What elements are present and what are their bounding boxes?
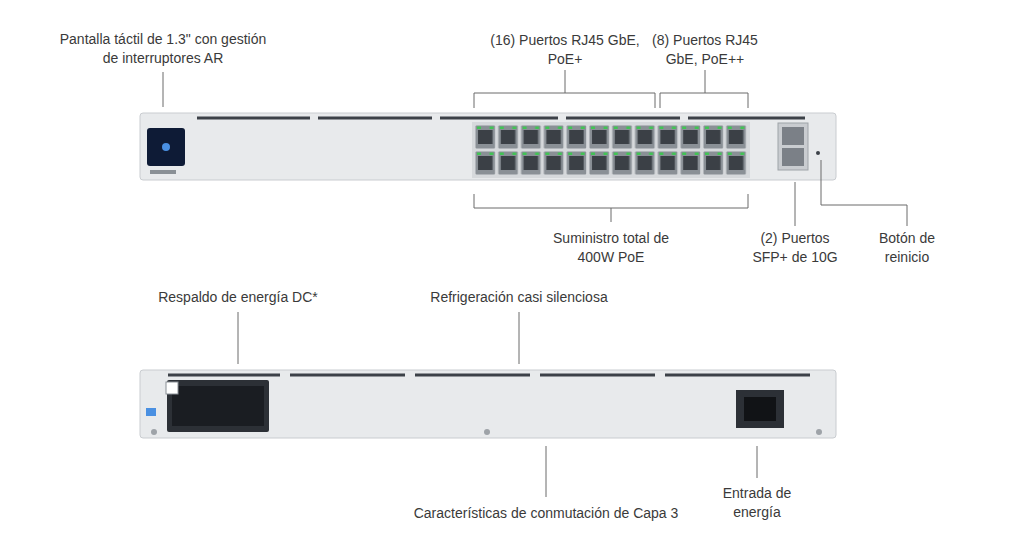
callout-label: Botón de reinicio [867, 229, 947, 267]
callout-label: Refrigeración casi silenciosa [369, 288, 669, 307]
callout-label: Características de conmutación de Capa 3 [366, 504, 726, 523]
callout-label: Suministro total de 400W PoE [546, 229, 676, 267]
callout-label: (2) Puertos SFP+ de 10G [748, 229, 843, 267]
callout-label: Pantalla táctil de 1.3" con gestión de i… [56, 30, 271, 68]
callout-label: Entrada de energía [712, 484, 802, 522]
callout-label: (16) Puertos RJ45 GbE, PoE+ [490, 31, 640, 69]
callout-label: (8) Puertos RJ45 GbE, PoE++ [640, 31, 770, 69]
callout-label: Respaldo de energía DC* [88, 288, 388, 307]
